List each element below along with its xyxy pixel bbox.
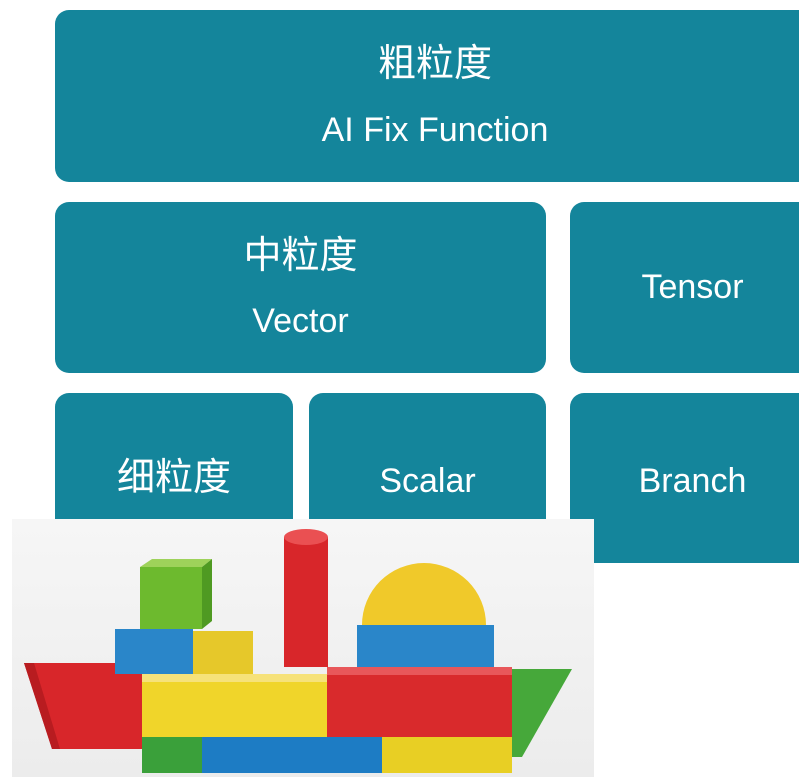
green-cube (140, 567, 202, 629)
middle-yellow-highlight (142, 674, 327, 682)
middle-red-block (327, 667, 512, 737)
fine-granularity-label: 细粒度 (116, 455, 231, 499)
middle-red-highlight (327, 667, 512, 675)
branch-block: Branch (570, 393, 799, 563)
medium-granularity-block: 中粒度 Vector (55, 202, 546, 373)
middle-yellow-block (142, 674, 327, 737)
hull-right-block (512, 669, 572, 757)
vector-label: Vector (252, 301, 349, 340)
coarse-granularity-block: 粗粒度 AI Fix Function (55, 10, 799, 182)
red-cylinder-top (284, 529, 328, 545)
red-cylinder (284, 537, 328, 667)
coarse-granularity-label: 粗粒度 (377, 40, 492, 85)
yellow-arch-block (362, 563, 486, 625)
scalar-label: Scalar (379, 462, 476, 500)
right-blue-block (357, 625, 494, 667)
tensor-label: Tensor (641, 268, 744, 307)
green-cube-top (140, 559, 212, 567)
bottom-blue-block (202, 737, 382, 773)
branch-label: Branch (638, 462, 747, 500)
tensor-block: Tensor (570, 202, 799, 373)
bottom-green-block (142, 737, 202, 773)
hull-left-shade (24, 663, 60, 749)
green-cube-side (202, 559, 212, 629)
upper-blue-block (115, 629, 193, 674)
upper-yellow-cube (193, 631, 253, 674)
bottom-yellow-block (382, 737, 512, 773)
toy-block-ship-image (12, 519, 594, 777)
toy-block-ship-illustration (24, 529, 572, 773)
medium-granularity-label: 中粒度 (243, 233, 358, 278)
ai-fix-function-label: AI Fix Function (321, 111, 549, 150)
